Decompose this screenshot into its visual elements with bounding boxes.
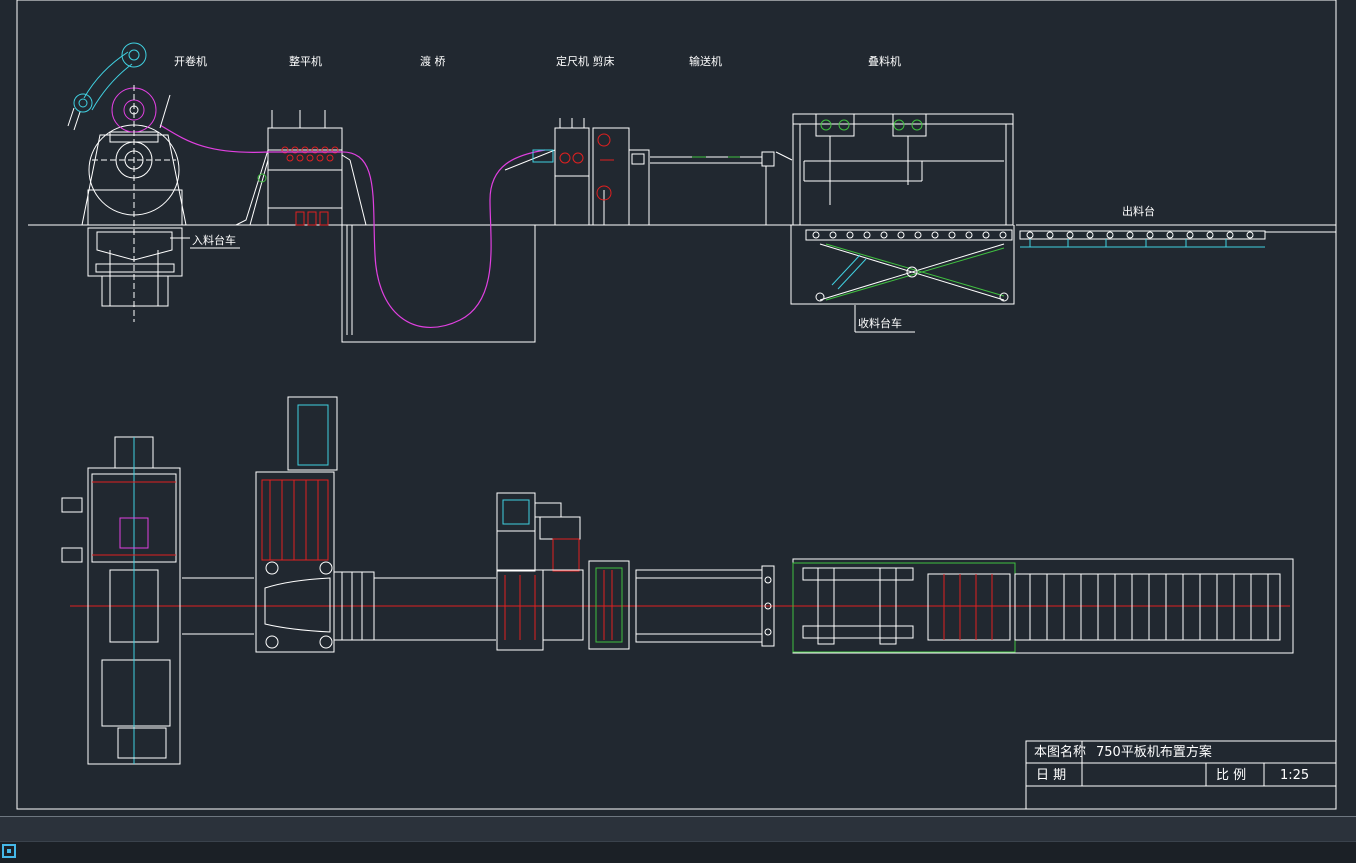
label-infeed-car: 入料台车 <box>192 233 236 247</box>
label-conveyor: 输送机 <box>689 54 722 68</box>
stacker-side <box>792 113 1014 226</box>
uncoiler-side <box>81 85 187 322</box>
command-line-icon[interactable] <box>2 844 16 858</box>
uncoiler-plan <box>61 436 254 765</box>
outfeed-table-side <box>1019 230 1266 248</box>
label-leveler: 整平机 <box>289 54 322 68</box>
cad-drawing-canvas[interactable]: 开卷机 整平机 渡 桥 定尺机 剪床 输送机 叠料机 入料台车 出料台 收料台车… <box>0 0 1356 816</box>
uncoiler-arm <box>67 42 147 131</box>
leveler-rolls <box>281 146 339 162</box>
label-receiving-car: 收料台车 <box>858 316 902 330</box>
title-block-scale-value: 1:25 <box>1280 768 1309 783</box>
label-outfeed-table: 出料台 <box>1122 204 1155 218</box>
receiving-car <box>805 229 1013 302</box>
status-bar <box>0 816 1356 841</box>
label-bridge: 渡 桥 <box>420 54 446 68</box>
leader-lines <box>159 94 915 333</box>
title-block-date-label: 日 期 <box>1036 768 1066 783</box>
label-stacker: 叠料机 <box>868 54 901 68</box>
sizer-shear-plan <box>496 492 630 651</box>
title-block-name-value: 750平板机布置方案 <box>1096 744 1212 760</box>
leveler-plan <box>255 396 496 653</box>
drawing-frame <box>16 0 1337 810</box>
conveyor-plan <box>635 565 775 647</box>
command-line-bar[interactable] <box>0 841 1356 863</box>
title-block <box>1025 740 1337 810</box>
outfeed-table-plan <box>1014 573 1281 641</box>
sizer-shear-side <box>504 118 650 226</box>
strip-path <box>159 124 546 328</box>
conveyor-side <box>631 151 793 225</box>
receiving-car-rollers <box>812 231 1007 239</box>
title-block-name-label: 本图名称 <box>1034 744 1086 760</box>
label-sizer-shear: 定尺机 剪床 <box>556 54 615 68</box>
label-uncoiler: 开卷机 <box>174 54 207 68</box>
stacker-wheels <box>820 119 923 131</box>
title-block-scale-label: 比 例 <box>1216 768 1246 783</box>
leveler-side <box>235 110 367 226</box>
